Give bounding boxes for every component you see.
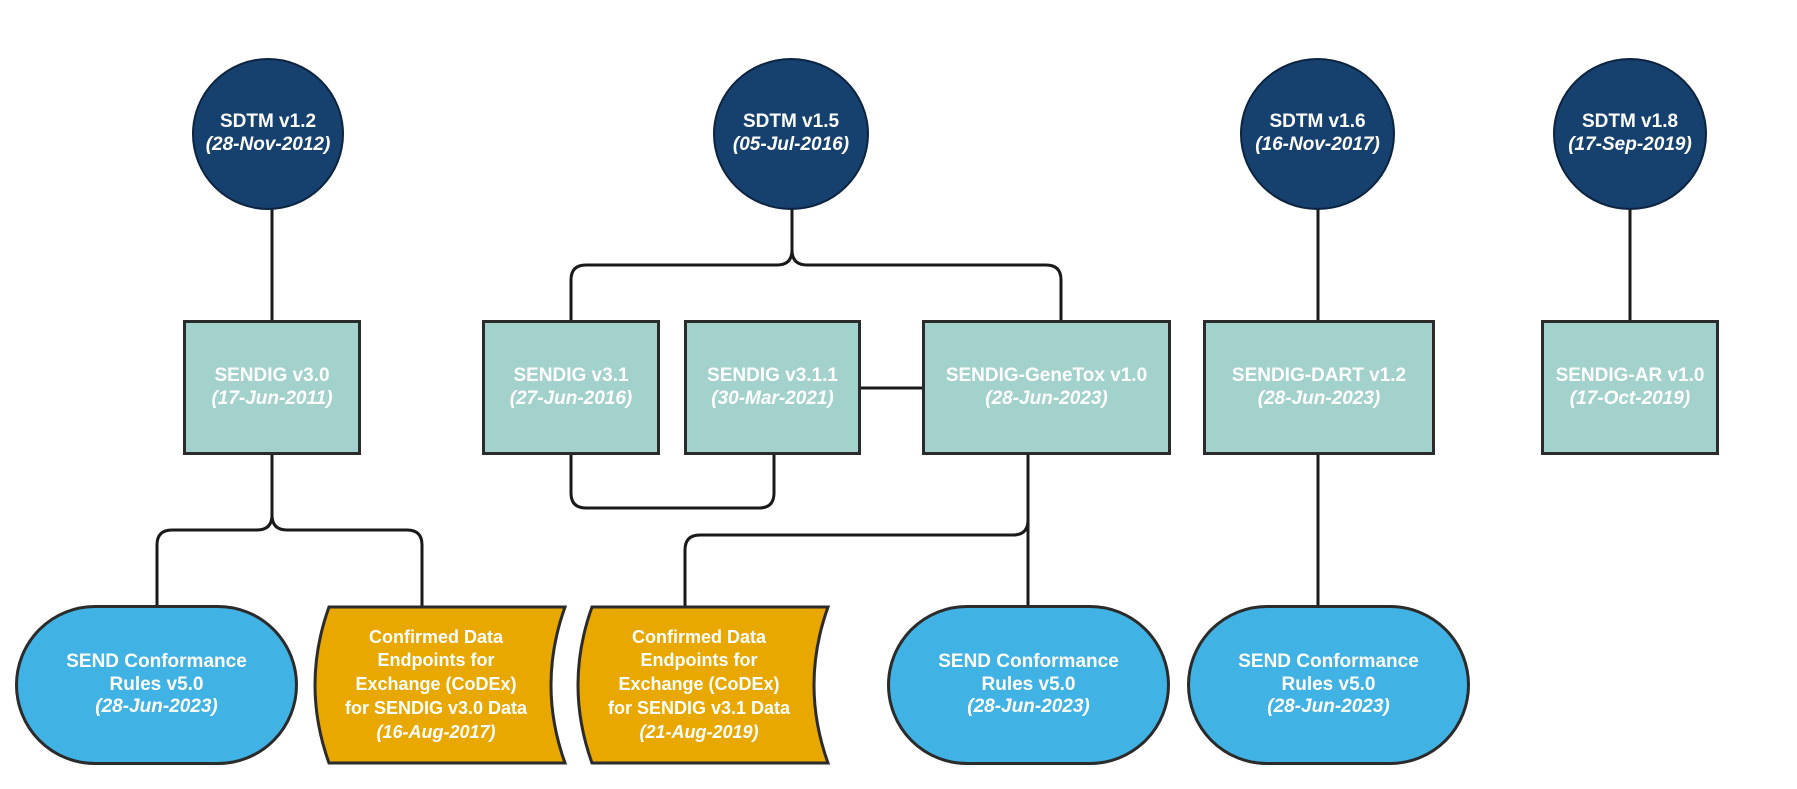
sdtm-circle: SDTM v1.6 (16-Nov-2017)	[1240, 58, 1395, 210]
node-title: Exchange (CoDEx)	[355, 674, 517, 695]
node-title: SENDIG-DART v1.2	[1231, 364, 1407, 386]
conformance-rules-pill: SEND Conformance Rules v5.0 (28-Jun-2023…	[1187, 605, 1470, 765]
connector-sdtm15-genetox	[790, 208, 1063, 322]
sdtm-circle: SDTM v1.8 (17-Sep-2019)	[1553, 58, 1707, 210]
node-date: (28-Jun-2023)	[985, 387, 1108, 409]
node-date: (17-Sep-2019)	[1568, 134, 1692, 155]
connector-sdtm15-sendig31	[569, 208, 794, 322]
node-title: SDTM v1.8	[1581, 111, 1679, 133]
conformance-rules-pill: SEND Conformance Rules v5.0 (28-Jun-2023…	[887, 605, 1170, 765]
node-title: Confirmed Data	[631, 626, 766, 647]
node-title: SDTM v1.5	[742, 111, 840, 133]
codex-banner-shape	[313, 605, 567, 765]
node-date: (05-Jul-2016)	[732, 134, 850, 155]
node-title: Confirmed Data	[368, 626, 503, 647]
node-date: (28-Jun-2023)	[1267, 696, 1390, 718]
node-title: SENDIG v3.1.1	[707, 364, 838, 386]
node-date: (16-Aug-2017)	[376, 721, 496, 742]
node-title: SENDIG-GeneTox v1.0	[945, 364, 1148, 386]
node-date: (17-Oct-2019)	[1569, 387, 1691, 409]
node-date: (30-Mar-2021)	[711, 387, 834, 409]
node-title: Rules v5.0	[109, 673, 204, 695]
node-date: (28-Nov-2012)	[205, 134, 331, 155]
node-title: SEND Conformance	[1238, 650, 1419, 672]
node-title: for SENDIG v3.1 Data	[607, 697, 791, 718]
node-title: SDTM v1.2	[219, 111, 317, 133]
node-title: Endpoints for	[377, 650, 495, 671]
node-date: (16-Nov-2017)	[1255, 134, 1380, 155]
connector-sendig30-send-rules	[155, 453, 274, 607]
node-date: (28-Jun-2023)	[95, 696, 218, 718]
node-title: SENDIG v3.1	[513, 364, 629, 386]
implementation-guide-box: SENDIG v3.1.1 (30-Mar-2021)	[684, 320, 861, 455]
connector-sendig30-codex30	[270, 453, 424, 607]
node-title: Rules v5.0	[981, 673, 1076, 695]
implementation-guide-box: SENDIG v3.0 (17-Jun-2011)	[183, 320, 361, 455]
node-title: SENDIG-AR v1.0	[1555, 364, 1705, 386]
node-title: SEND Conformance	[938, 650, 1119, 672]
node-title: SEND Conformance	[66, 650, 247, 672]
node-date: (28-Jun-2023)	[1257, 387, 1381, 409]
node-title: SENDIG v3.0	[214, 364, 330, 386]
node-title: Exchange (CoDEx)	[618, 674, 780, 695]
node-date: (17-Jun-2011)	[211, 387, 333, 409]
node-date: (27-Jun-2016)	[509, 387, 633, 409]
node-title: Rules v5.0	[1281, 673, 1376, 695]
node-title: Endpoints for	[640, 650, 758, 671]
conformance-rules-pill: SEND Conformance Rules v5.0 (28-Jun-2023…	[15, 605, 298, 765]
connector-genetox-codex31	[683, 453, 1030, 607]
implementation-guide-box: SENDIG-DART v1.2 (28-Jun-2023)	[1203, 320, 1435, 455]
connector-sendig31-sendig311	[569, 453, 776, 510]
sdtm-circle: SDTM v1.2 (28-Nov-2012)	[192, 58, 344, 210]
codex-banner: Confirmed Data Endpoints for Exchange (C…	[305, 605, 567, 765]
node-title: SDTM v1.6	[1269, 111, 1366, 133]
codex-banner: Confirmed Data Endpoints for Exchange (C…	[568, 605, 830, 765]
implementation-guide-box: SENDIG-GeneTox v1.0 (28-Jun-2023)	[922, 320, 1171, 455]
node-date: (21-Aug-2019)	[639, 721, 759, 742]
codex-banner-shape	[576, 605, 830, 765]
node-date: (28-Jun-2023)	[967, 696, 1090, 718]
node-title: for SENDIG v3.0 Data	[344, 697, 528, 718]
implementation-guide-box: SENDIG v3.1 (27-Jun-2016)	[482, 320, 660, 455]
sdtm-circle: SDTM v1.5 (05-Jul-2016)	[713, 58, 869, 210]
implementation-guide-box: SENDIG-AR v1.0 (17-Oct-2019)	[1541, 320, 1719, 455]
